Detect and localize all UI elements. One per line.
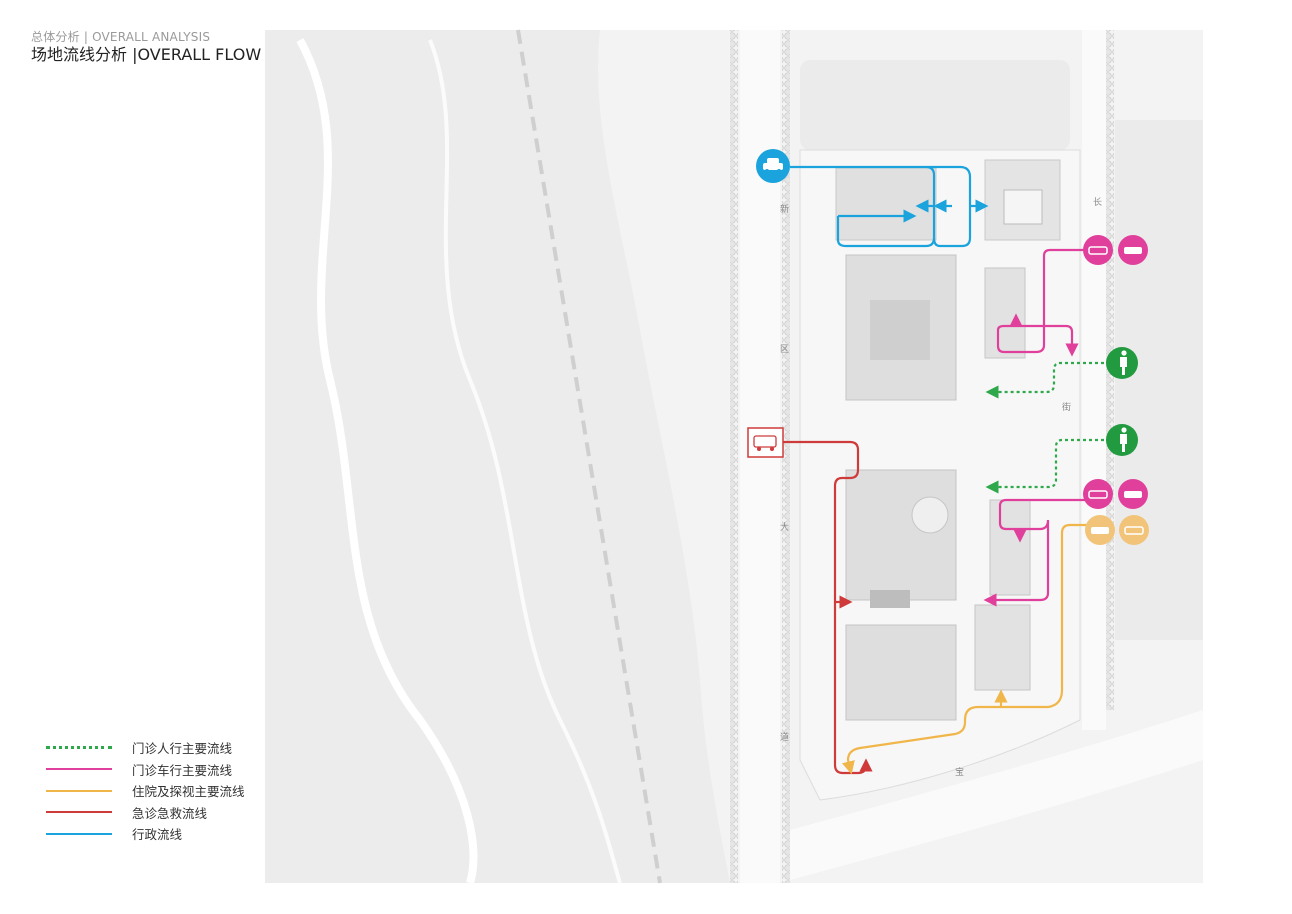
outpatient-car-icon xyxy=(1083,235,1148,265)
north-east-building-core xyxy=(1003,189,1043,225)
inpatient-building-2 xyxy=(845,624,957,721)
inpatient-building-1 xyxy=(845,469,957,601)
street-label-east-2: 街 xyxy=(1062,401,1071,413)
tree-row-west-2 xyxy=(782,30,790,883)
legend-swatch xyxy=(46,789,112,792)
ambulance-icon xyxy=(747,427,784,458)
page-subtitle: 总体分析 | OVERALL ANALYSIS xyxy=(31,30,211,44)
page-title: 场地流线分析 |OVERALL FLOW xyxy=(31,45,262,64)
emergency-flow xyxy=(783,440,873,775)
street-label-west-2: 区 xyxy=(780,344,789,355)
pedestrian-icon xyxy=(1106,424,1138,456)
outpatient-vehicle-flow-south xyxy=(983,498,1095,607)
rail-line xyxy=(516,29,662,884)
legend-item-outpatient-vehicle: 门诊车行主要流线 xyxy=(46,759,245,781)
river-bank xyxy=(296,38,478,885)
outpatient-pedestrian-flow xyxy=(985,361,1110,494)
street-label-west-3: 大 xyxy=(780,521,789,533)
inpatient-core xyxy=(870,590,910,608)
legend-item-inpatient-visit: 住院及探视主要流线 xyxy=(46,780,245,802)
inpatient-visit-flow xyxy=(841,523,1090,775)
legend-label: 门诊车行主要流线 xyxy=(132,762,233,778)
river-bank-2 xyxy=(428,39,622,884)
inpatient-east-block xyxy=(989,499,1031,596)
east-district xyxy=(1115,120,1203,640)
street-label-south-1: 宝 xyxy=(955,766,964,778)
legend-label: 急诊急救流线 xyxy=(132,805,208,821)
inpatient-atrium xyxy=(911,496,949,534)
legend-swatch xyxy=(46,811,112,814)
legend-label: 住院及探视主要流线 xyxy=(132,784,245,800)
legend-label: 门诊人行主要流线 xyxy=(132,741,233,757)
inpatient-east-block-2 xyxy=(974,604,1031,691)
north-park xyxy=(800,60,1070,150)
legend: 门诊人行主要流线 门诊车行主要流线 住院及探视主要流线 急诊急救流线 行政流线 xyxy=(46,737,245,845)
legend-item-admin: 行政流线 xyxy=(46,823,245,845)
outpatient-building-core xyxy=(870,300,930,360)
admin-car-icon xyxy=(756,149,790,183)
inpatient-car-icon xyxy=(1085,515,1149,545)
legend-label: 行政流线 xyxy=(132,827,183,843)
legend-swatch xyxy=(46,768,112,771)
legend-swatch xyxy=(46,746,112,750)
legend-item-outpatient-pedestrian: 门诊人行主要流线 xyxy=(46,737,245,759)
legend-swatch xyxy=(46,832,112,835)
header: 总体分析 | OVERALL ANALYSIS 场地流线分析 |OVERALL … xyxy=(31,30,261,65)
outpatient-east-block xyxy=(984,267,1026,359)
legend-item-emergency: 急诊急救流线 xyxy=(46,802,245,824)
street-label-west-1: 新 xyxy=(780,203,789,215)
east-road xyxy=(1082,30,1106,730)
admin-flow xyxy=(790,165,989,248)
street-label-west-4: 道 xyxy=(780,731,789,743)
outpatient-vehicle-flow-north xyxy=(996,248,1095,357)
south-road xyxy=(790,710,1203,880)
pedestrian-icon xyxy=(1106,347,1138,379)
street-label-east-1: 长 xyxy=(1093,196,1102,208)
outpatient-car-icon xyxy=(1083,479,1148,509)
river-area xyxy=(265,30,730,883)
tree-row-west-1 xyxy=(730,30,738,883)
admin-building xyxy=(835,167,937,241)
